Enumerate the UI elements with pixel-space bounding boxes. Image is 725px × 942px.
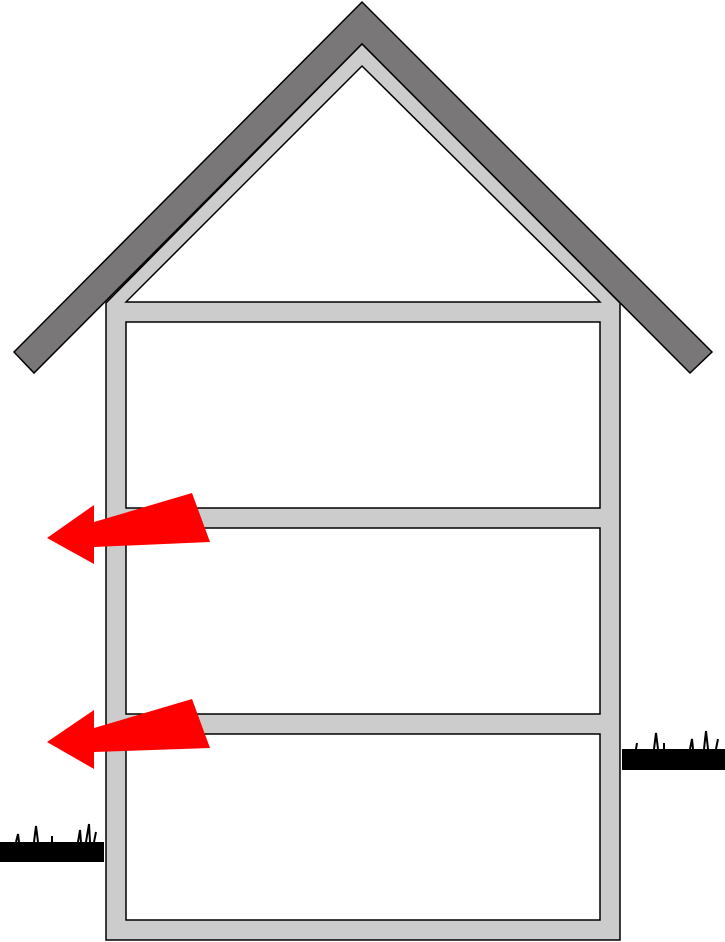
ground-right	[622, 730, 725, 770]
roof	[12, 0, 714, 375]
ground-left	[0, 823, 104, 862]
room-lower	[125, 733, 601, 921]
heat-loss-arrow-lower	[47, 699, 210, 769]
room-middle	[125, 527, 601, 715]
attic-space	[124, 64, 602, 303]
room-upper	[125, 321, 601, 509]
heat-loss-arrow-upper	[47, 493, 210, 564]
